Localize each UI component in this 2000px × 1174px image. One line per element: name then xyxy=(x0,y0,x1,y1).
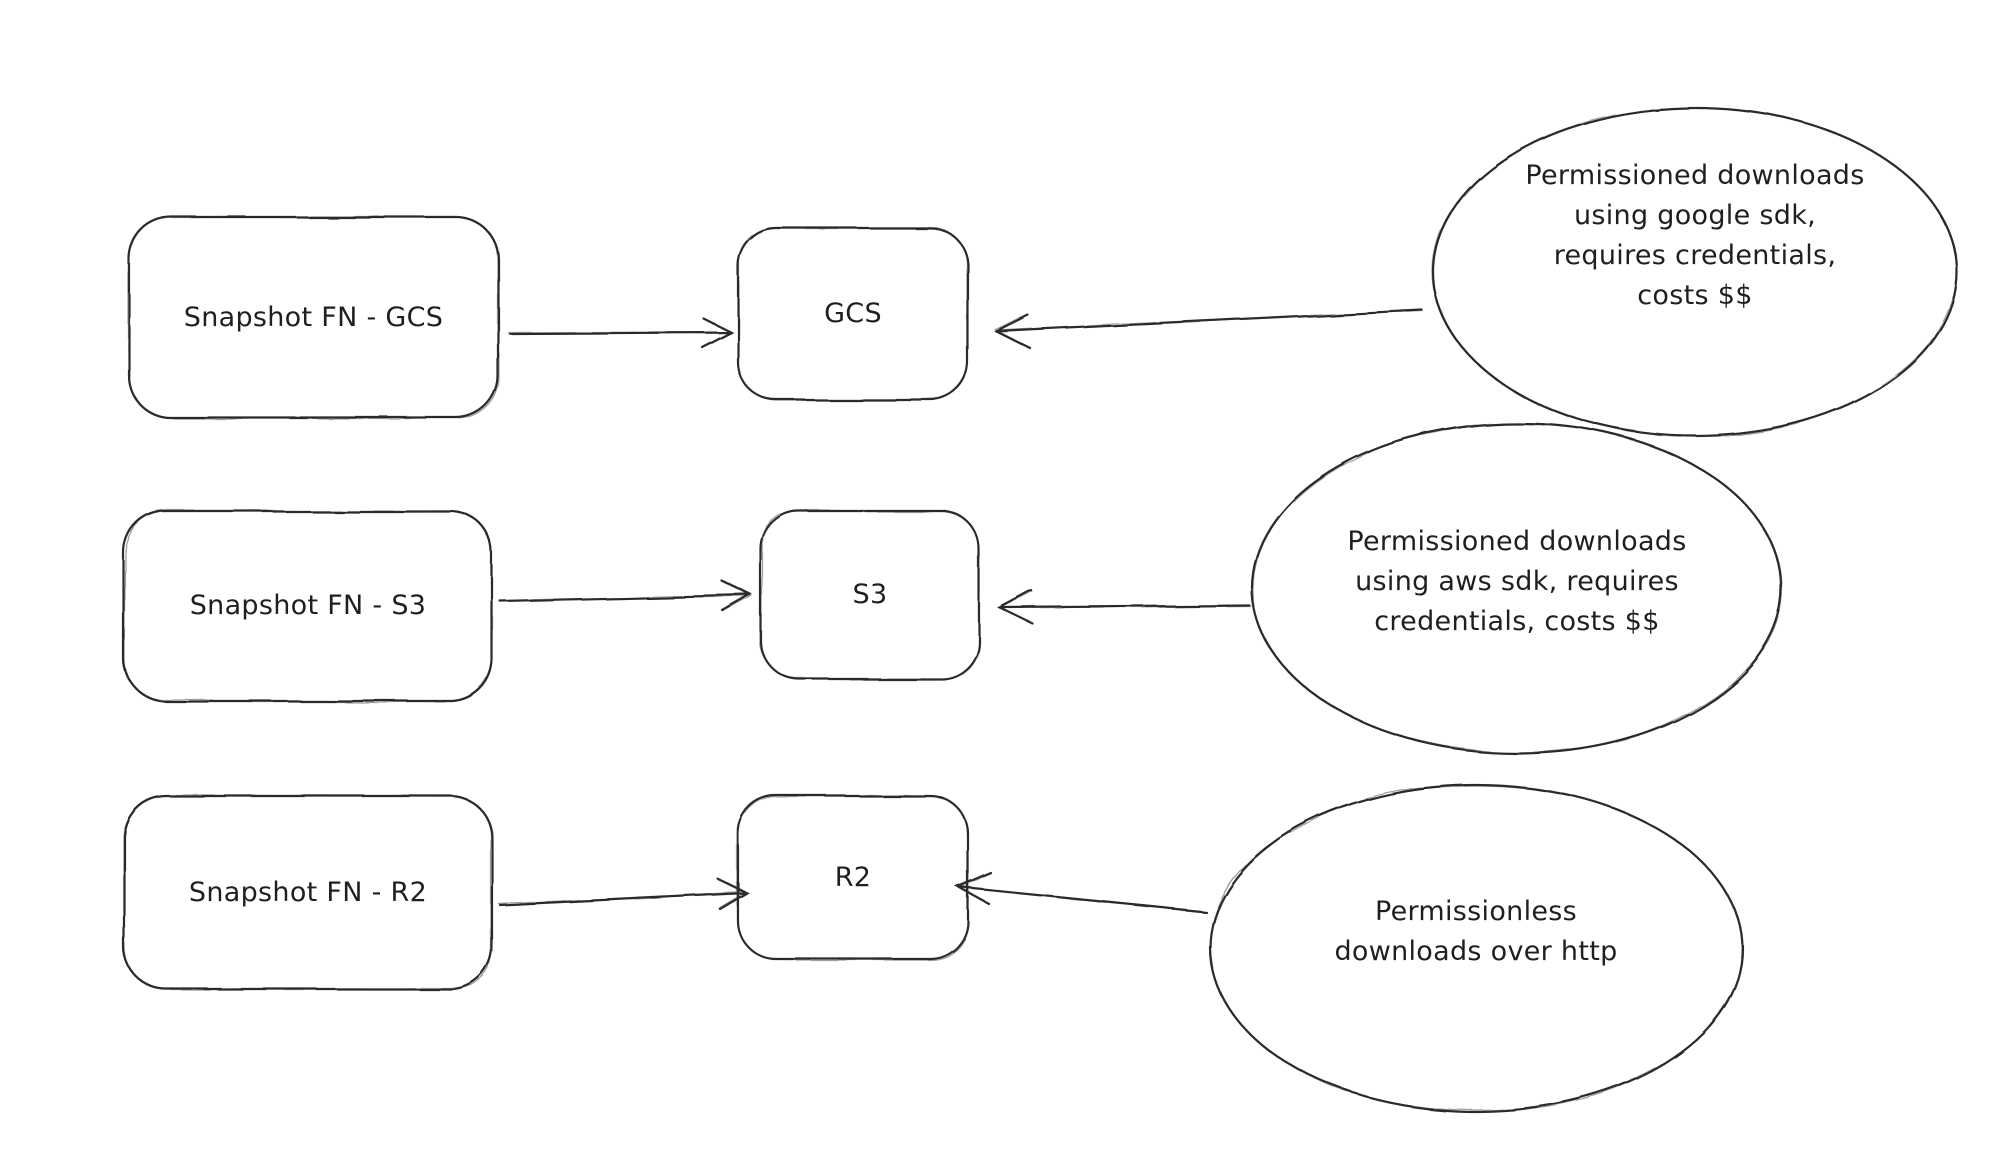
arrow-snapshot-to-r2 xyxy=(498,877,750,911)
node-s3-box xyxy=(759,509,981,681)
node-snapshot-gcs-box xyxy=(127,215,500,420)
arrow-note-to-r2 xyxy=(955,871,1208,914)
node-snapshot-r2-box xyxy=(122,794,494,991)
sketch-overlay xyxy=(123,107,1958,1112)
node-gcs-box xyxy=(736,226,970,402)
note-s3-ellipse xyxy=(1250,421,1784,755)
note-gcs-ellipse xyxy=(1431,106,1959,438)
ink-layer xyxy=(122,106,1959,1113)
node-snapshot-s3-box xyxy=(122,509,494,703)
node-r2-box xyxy=(736,794,970,961)
note-r2-ellipse xyxy=(1208,783,1744,1113)
arrow-note-to-gcs xyxy=(993,308,1424,350)
